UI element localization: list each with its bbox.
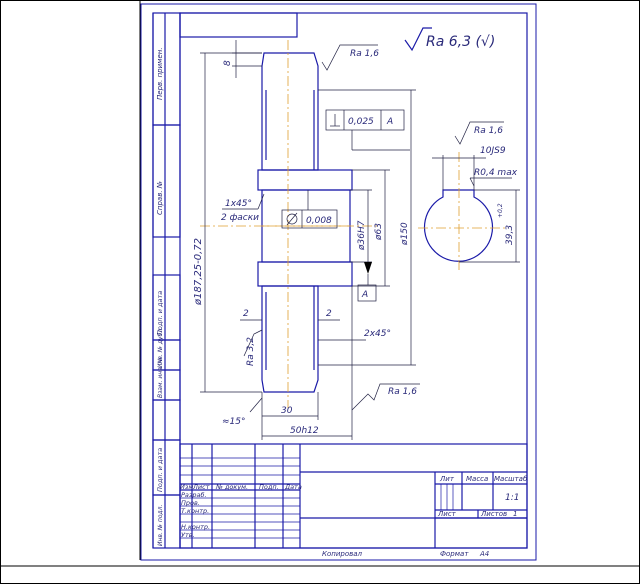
dim-hub-chamfer-text: 2x45°: [364, 329, 391, 339]
dim-tip-diameter-text: ø187,25-0,72: [193, 238, 204, 306]
perv-primen-label: Перв. примен.: [156, 47, 164, 100]
podp-data-label-1: Подп. и дата: [156, 291, 164, 335]
footer-copied: Копировал: [322, 550, 363, 558]
roughness-top-text: Ra 1,6: [350, 49, 379, 59]
inv-podl-label: Инв. № подл.: [157, 505, 164, 546]
datum-a-text: A: [361, 290, 368, 300]
dim-gear-width-text: 50h12: [290, 426, 319, 436]
dim-web-left-text: 2: [243, 309, 249, 319]
tb-lit: Лит: [439, 475, 455, 483]
dim-hub-text: ø63: [374, 223, 384, 241]
general-roughness-text: Ra 6,3 (√): [426, 34, 495, 50]
general-roughness: Ra 6,3 (√): [404, 27, 495, 52]
tb-sheets: Листов: [480, 510, 507, 518]
dim-hub: ø63: [352, 169, 390, 287]
footer-format: Формат: [440, 550, 469, 558]
chamfer-2-faski: 2 фаски: [221, 213, 259, 223]
perpendicularity-value: 0,025: [348, 117, 374, 127]
tb-sheet: Лист: [437, 510, 457, 518]
inv-dubl-label: Инв. № дубл.: [157, 327, 164, 368]
dim-web-right-text: 2: [326, 309, 332, 319]
roughness-bottom-text: Ra 1,6: [388, 387, 417, 397]
tb-sheets-count: 1: [513, 510, 517, 518]
sprav-label: Справ. №: [156, 181, 164, 215]
dim-bottom: 30 50h12 ≈15°: [222, 286, 353, 440]
runout-frame: 0,008: [281, 190, 338, 229]
dim-rim: ø150: [318, 89, 416, 366]
tb-scale-value: 1:1: [505, 493, 519, 503]
gear-section: [200, 40, 378, 408]
keyway-width-text: 10JS9: [480, 146, 506, 156]
sheet-outer-frame: [140, 3, 537, 561]
side-strip: Перв. примен. Справ. № Подп. и дата Инв.…: [152, 12, 181, 549]
podp-data-label-2: Подп. и дата: [156, 448, 164, 492]
roughness-flank: Ra 3,2: [243, 329, 263, 366]
dim-rim-top-text: 8: [223, 60, 233, 66]
dim-rim-top: 8: [223, 40, 262, 78]
roughness-top: Ra 1,6: [321, 44, 379, 71]
keyway-depth-tol-text: +0,2: [497, 203, 504, 218]
tb-utv: Утв.: [181, 531, 195, 539]
keyway-view: 10JS9 Ra 1,6 R0,4 max 39,3 +0,2: [418, 121, 520, 272]
roughness-keyway-text: Ra 1,6: [474, 126, 503, 136]
perpendicularity-datum: A: [386, 117, 393, 127]
chamfer-callout: 1x45° 2 фаски: [221, 193, 265, 223]
tb-razrab: Разраб.: [181, 491, 207, 499]
tb-sign: Подп.: [259, 483, 279, 491]
tb-massa: Масса: [466, 475, 488, 483]
tb-tkontr: Т.контр.: [181, 507, 209, 515]
dim-rim-text: ø150: [400, 222, 410, 246]
roughness-flank-text: Ra 3,2: [246, 337, 256, 366]
keyway-radius-text: R0,4 max: [474, 168, 518, 178]
dim-tip-diameter: ø187,25-0,72: [193, 52, 262, 393]
tb-doc: № докум.: [215, 483, 248, 491]
chamfer-1x45: 1x45°: [225, 199, 252, 209]
dim-hub-width-text: 30: [281, 406, 293, 416]
tb-list: Лист: [192, 483, 210, 491]
keyway-depth-text: 39,3: [505, 225, 515, 245]
dim-web: 2 2 2x45°: [240, 309, 391, 341]
top-left-box: [179, 12, 298, 38]
sheet-footer: Копировал Формат А4: [322, 550, 489, 558]
dim-bore-text: ø36H7: [357, 220, 367, 251]
perpendicularity-frame: 0,025 A: [325, 109, 410, 151]
vzam-inv-label: Взам. инв. №: [157, 357, 164, 398]
footer-format-value: А4: [479, 550, 489, 558]
tb-izm: Изм: [180, 483, 193, 491]
tb-scale: Масштаб: [494, 475, 528, 483]
sheet-inner-frame: [179, 12, 528, 549]
tb-date: Дата: [284, 483, 302, 491]
runout-value: 0,008: [306, 216, 332, 226]
tb-nkontr: Н.контр.: [181, 523, 210, 531]
title-block: Изм Лист № докум. Подп. Дата Разраб. Про…: [179, 443, 528, 549]
tb-prov: Пров.: [181, 499, 200, 507]
dim-angle-text: ≈15°: [222, 417, 246, 427]
dim-bore: ø36H7 A: [350, 189, 377, 302]
roughness-bottom: Ra 1,6: [351, 383, 420, 411]
